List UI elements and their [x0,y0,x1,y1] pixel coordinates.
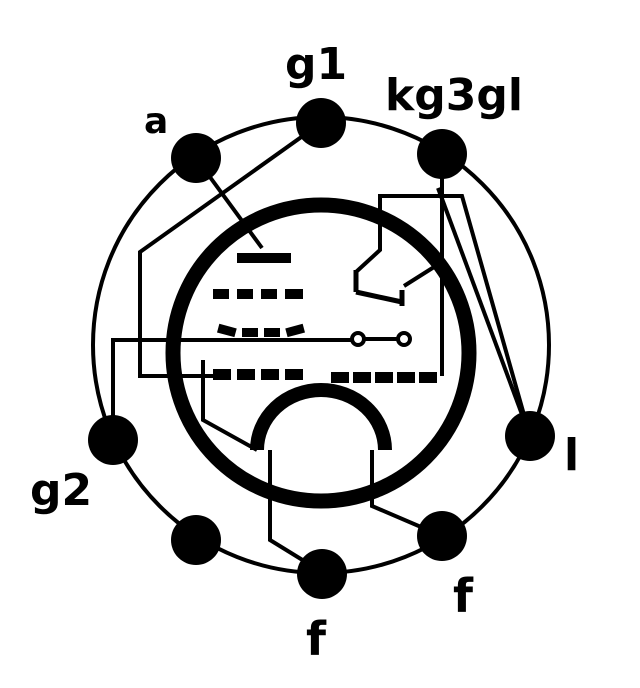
pin-f-right [417,511,467,561]
label-l: l [564,430,579,481]
anode-plate [237,253,291,263]
screen-grid [213,289,303,299]
suppressor-grid [213,369,437,383]
tube-envelope [165,197,477,509]
pin-f-bottom [297,549,347,599]
label-f-bottom: f [306,612,327,666]
label-a: a [144,101,168,142]
label-g1: g1 [285,39,347,90]
label-g2: g2 [30,465,92,516]
label-f-right: f [453,569,474,623]
heater-base-arch [250,383,392,451]
pin-a [171,133,221,183]
indicator-electrode [353,270,405,306]
label-kg3gl: kg3gl [385,70,523,121]
pins [88,98,555,599]
pin-l [505,411,555,461]
pin-nc [171,515,221,565]
pin-g2 [88,415,138,465]
control-grid [217,323,305,338]
pin-kg3gl [417,129,467,179]
pin-g1 [296,98,346,148]
